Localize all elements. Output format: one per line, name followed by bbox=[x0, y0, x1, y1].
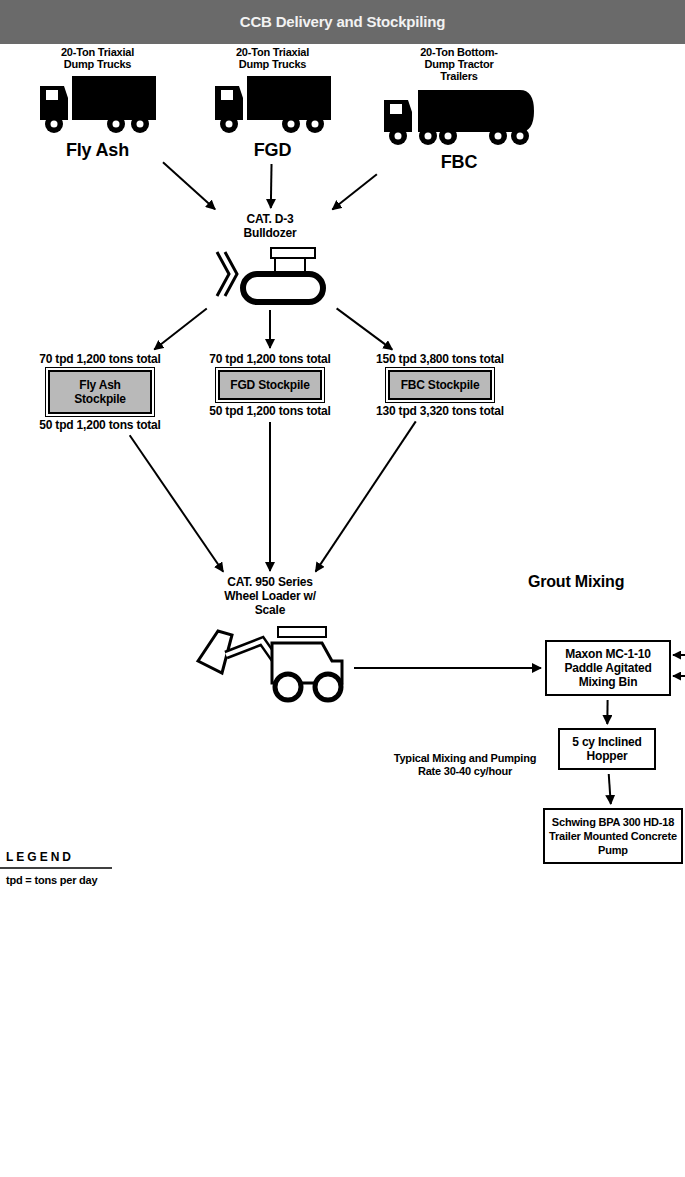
process-box: Schwing BPA 300 HD-18 Trailer Mounted Co… bbox=[543, 808, 683, 864]
stockpile-name: FBC Stockpile bbox=[394, 378, 486, 392]
truck-node: 20-Ton Bottom-Dump Tractor TrailersFBC bbox=[380, 46, 538, 172]
bulldozer-icon bbox=[213, 244, 327, 306]
vehicle-label: 20-Ton Bottom-Dump Tractor Trailers bbox=[407, 46, 511, 82]
truck-node: 20-Ton Triaxial Dump TrucksFly Ash bbox=[35, 46, 160, 160]
flow-arrow bbox=[154, 308, 206, 349]
material-name: FGD bbox=[210, 140, 335, 160]
vehicle-label: 20-Ton Triaxial Dump Trucks bbox=[58, 46, 138, 70]
rate-label: 70 tpd 1,200 tons total bbox=[35, 352, 165, 366]
truck-icon bbox=[382, 86, 536, 148]
stockpile-name: FGD Stockpile bbox=[224, 378, 316, 392]
flow-arrow bbox=[609, 774, 611, 804]
annotation-label: Grout Mixing bbox=[528, 572, 685, 592]
box-text: Schwing BPA 300 HD-18 Trailer Mounted Co… bbox=[549, 815, 677, 857]
equipment-label: CAT. 950 Series Wheel Loader w/ Scale bbox=[215, 575, 325, 617]
rate-label: 70 tpd 1,200 tons total bbox=[205, 352, 335, 366]
pile-node: 150 tpd 3,800 tons totalFBC Stockpile 130… bbox=[370, 352, 510, 418]
material-name: Fly Ash bbox=[35, 140, 160, 160]
flow-arrow bbox=[316, 421, 416, 571]
title: CCB Delivery and Stockpiling bbox=[0, 0, 685, 44]
legend-text: tpd = tons per day bbox=[6, 873, 206, 887]
process-box: 5 cy Inclined Hopper bbox=[558, 728, 656, 770]
rate-label: 50 tpd 1,200 tons total bbox=[205, 404, 335, 418]
vehicle-label: 20-Ton Triaxial Dump Trucks bbox=[233, 46, 313, 70]
stockpile-box: Fly Ash Stockpile bbox=[48, 370, 152, 414]
rate-label: 130 tpd 3,320 tons total bbox=[375, 404, 505, 418]
loader-icon bbox=[192, 621, 348, 705]
flow-arrow bbox=[606, 700, 608, 724]
flow-arrow bbox=[130, 435, 224, 571]
feed-arrow bbox=[673, 654, 685, 656]
dozer-node: CAT. D-3 Bulldozer bbox=[205, 212, 335, 306]
legend-rule bbox=[0, 867, 112, 869]
annotation-label: Typical Mixing and Pumping Rate 30-40 cy… bbox=[392, 752, 538, 778]
box-text: Maxon MC-1-10 Paddle Agitated Mixing Bin bbox=[551, 647, 665, 689]
title-band: CCB Delivery and Stockpiling bbox=[0, 0, 685, 44]
annotation-label: LEGEND bbox=[6, 850, 116, 865]
rate-label: 50 tpd 1,200 tons total bbox=[35, 418, 165, 432]
flow-arrow bbox=[269, 422, 271, 571]
rate-label: 150 tpd 3,800 tons total bbox=[375, 352, 505, 366]
stockpile-name: Fly Ash Stockpile bbox=[54, 378, 146, 406]
pile-node: 70 tpd 1,200 tons totalFGD Stockpile 50 t… bbox=[200, 352, 340, 418]
stockpile-box: FBC Stockpile bbox=[388, 370, 492, 400]
flow-arrow bbox=[163, 162, 215, 209]
truck-icon bbox=[213, 74, 333, 136]
box-text: 5 cy Inclined Hopper bbox=[564, 735, 650, 763]
flow-arrow bbox=[332, 174, 377, 209]
pile-node: 70 tpd 1,200 tons totalFly Ash Stockpile… bbox=[30, 352, 170, 432]
flow-arrow bbox=[270, 164, 273, 208]
stockpile-box: FGD Stockpile bbox=[218, 370, 322, 400]
truck-icon bbox=[38, 74, 158, 136]
loader-node: CAT. 950 Series Wheel Loader w/ Scale bbox=[190, 575, 350, 705]
flow-arrow bbox=[354, 667, 541, 669]
equipment-label: CAT. D-3 Bulldozer bbox=[220, 212, 320, 240]
material-name: FBC bbox=[380, 152, 538, 172]
flow-arrow bbox=[269, 310, 271, 348]
feed-arrow bbox=[673, 675, 685, 677]
truck-node: 20-Ton Triaxial Dump TrucksFGD bbox=[210, 46, 335, 160]
process-box: Maxon MC-1-10 Paddle Agitated Mixing Bin bbox=[545, 640, 671, 696]
flow-arrow bbox=[337, 308, 393, 349]
